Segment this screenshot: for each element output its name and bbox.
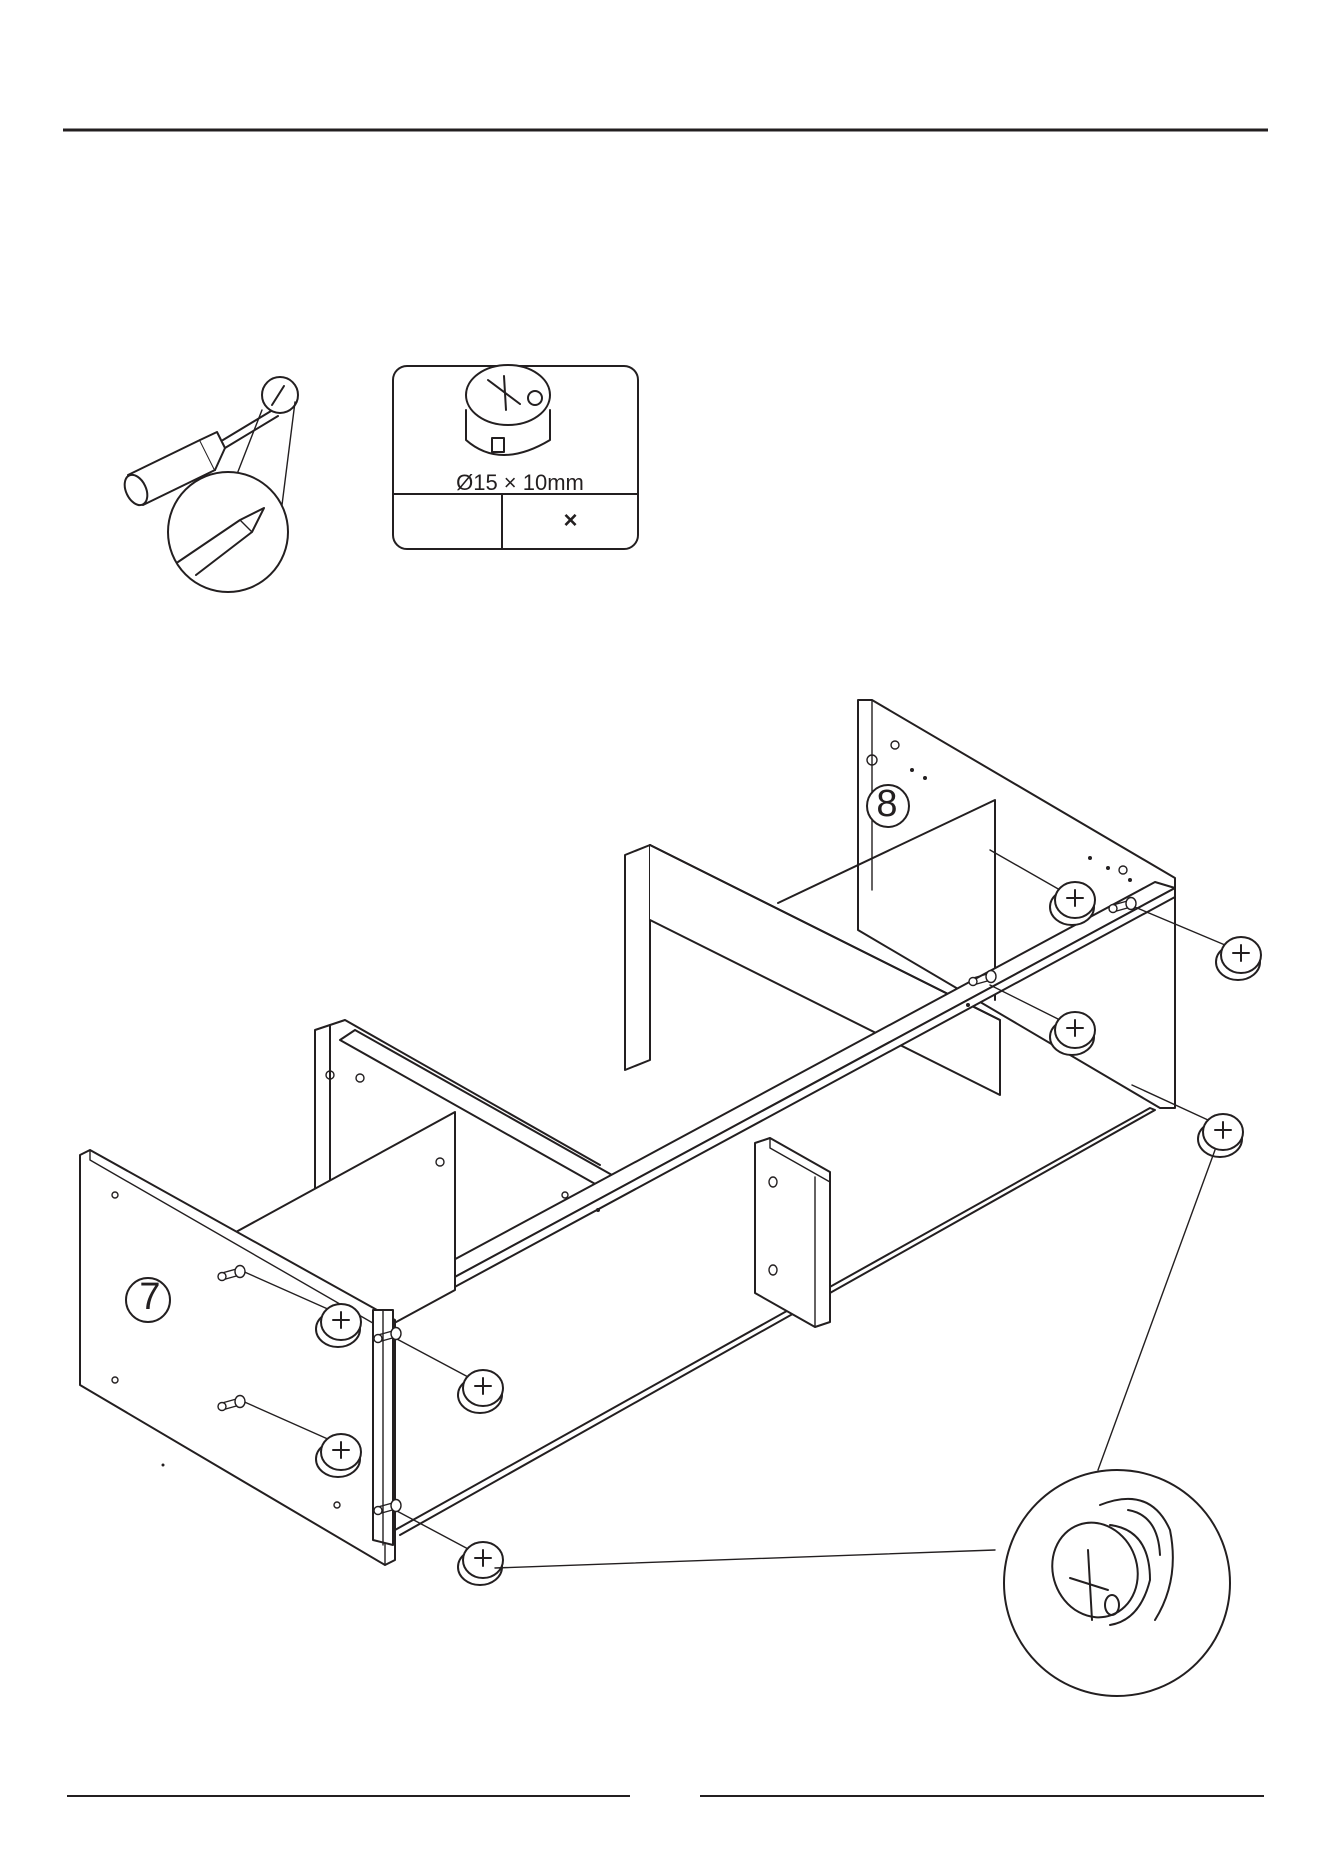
hardware-quantity-label: × — [503, 507, 638, 535]
panel-8-label: 8 — [857, 783, 917, 826]
cam-lock-icon — [466, 365, 550, 455]
cam-lock-detail-icon — [1004, 1470, 1230, 1696]
panel-7-label: 7 — [120, 1276, 180, 1319]
phillips-screwdriver-icon — [120, 377, 298, 592]
divider-block — [755, 1138, 830, 1327]
hardware-spec-label: Ø15 × 10mm — [395, 470, 645, 496]
